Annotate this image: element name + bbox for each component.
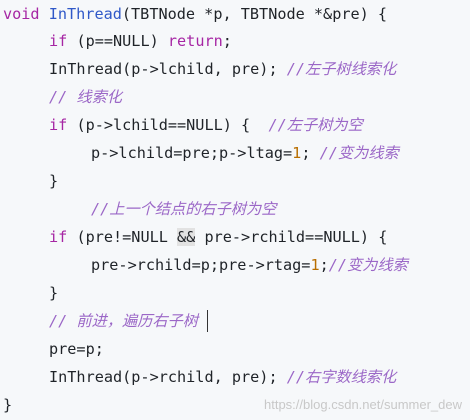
number-token: 1 (310, 256, 320, 274)
code-line: //上一个结点的右子树为空 (91, 195, 276, 224)
keyword-token: if (49, 32, 68, 50)
text-cursor (207, 310, 208, 332)
code-line: // 线索化 (49, 83, 122, 112)
code-line: InThread(p->lchild, pre); //左子树线索化 (49, 55, 396, 84)
code-line: } (49, 167, 58, 196)
comment-token: //右字数线索化 (286, 368, 397, 386)
function-name-token: InThread (48, 5, 122, 23)
code-token: pre->rchild=p;pre->rtag= (91, 256, 311, 274)
comment-token: // 线索化 (49, 88, 122, 106)
code-token: ; (222, 32, 232, 50)
code-line: if (pre!=NULL && pre->rchild==NULL) { (49, 223, 387, 252)
code-token: p->lchild=pre;p->ltag= (91, 144, 293, 162)
code-token: (TBTNode *p, TBTNode *&pre) { (121, 5, 388, 23)
code-token: (p==NULL) (67, 32, 168, 50)
code-line: if (p->lchild==NULL) { //左子树为空 (49, 111, 363, 140)
code-line: InThread(p->rchild, pre); //右字数线索化 (49, 363, 396, 392)
code-line: if (p==NULL) return; (49, 27, 232, 56)
code-line: pre->rchild=p;pre->rtag=1;//变为线索 (91, 251, 408, 280)
code-token: (pre!=NULL (67, 228, 178, 246)
code-token: pre=p; (49, 340, 104, 358)
keyword-token: if (49, 228, 68, 246)
code-token: ; (319, 256, 329, 274)
code-token: pre->rchild==NULL) { (195, 228, 388, 246)
code-token: } (49, 284, 59, 302)
keyword-token: return (167, 32, 223, 50)
watermark: https://blog.csdn.net/summer_dew (264, 397, 462, 412)
keyword-token: void (3, 5, 40, 23)
code-line: // 前进，遍历右子树 (49, 307, 198, 336)
number-token: 1 (292, 144, 302, 162)
comment-token: // 前进，遍历右子树 (49, 312, 198, 330)
code-line: pre=p; (49, 335, 104, 364)
keyword-token: if (49, 116, 68, 134)
code-token: } (3, 396, 13, 414)
code-line: void InThread(TBTNode *p, TBTNode *&pre)… (3, 0, 387, 29)
code-token: } (49, 172, 59, 190)
code-token: (p->lchild==NULL) { (67, 116, 269, 134)
comment-token: //变为线索 (328, 256, 408, 274)
code-token: InThread(p->lchild, pre); (49, 60, 287, 78)
highlighted-token: && (177, 228, 196, 246)
code-token: InThread(p->rchild, pre); (49, 368, 287, 386)
code-line: } (49, 279, 58, 308)
comment-token: //变为线索 (319, 144, 399, 162)
code-line: p->lchild=pre;p->ltag=1; //变为线索 (91, 139, 399, 168)
code-line: } (3, 391, 12, 420)
code-token: ; (301, 144, 320, 162)
code-token (40, 5, 49, 23)
comment-token: //左子树为空 (268, 116, 363, 134)
comment-token: //上一个结点的右子树为空 (91, 200, 277, 218)
comment-token: //左子树线索化 (286, 60, 397, 78)
